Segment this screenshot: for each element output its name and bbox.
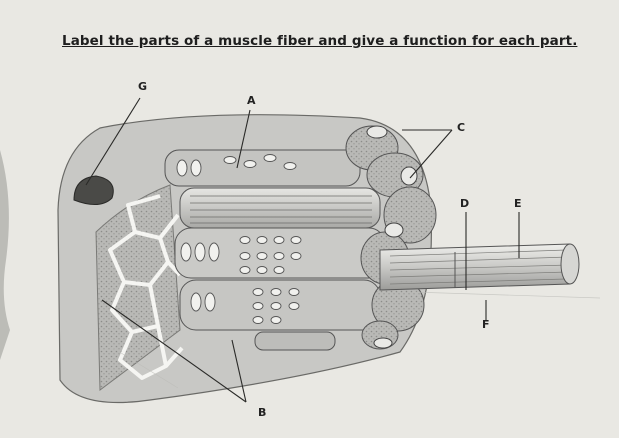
nucleus <box>73 175 114 205</box>
fiber-end-caps <box>345 125 437 350</box>
label-c: C <box>457 121 466 134</box>
pointer-lines <box>85 97 520 403</box>
myofibril-rod <box>379 243 580 291</box>
label-e: E <box>514 197 522 210</box>
label-b: B <box>258 406 267 419</box>
reticulum-network <box>108 194 184 380</box>
label-g: G <box>138 80 148 93</box>
label-a: A <box>247 94 256 107</box>
label-d: D <box>460 197 470 210</box>
label-f: F <box>482 318 490 331</box>
worksheet-title: Label the parts of a muscle fiber and gi… <box>62 33 578 49</box>
